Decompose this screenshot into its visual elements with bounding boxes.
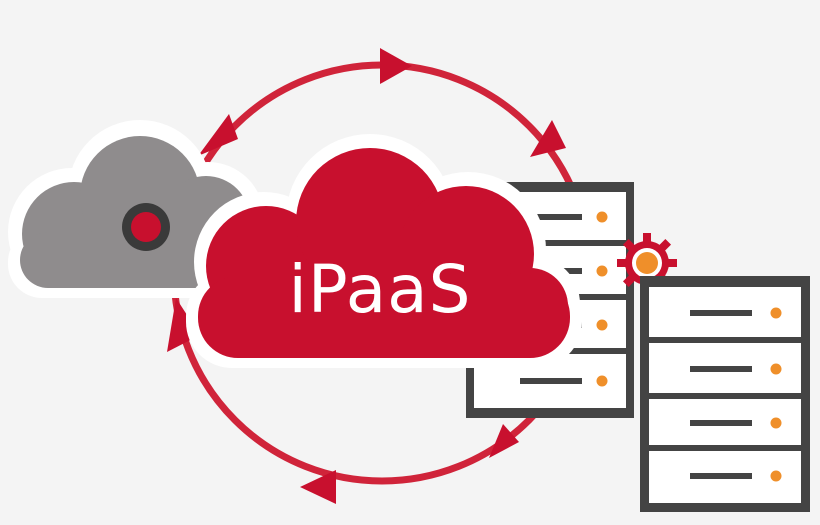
arrowhead-top-left: [198, 114, 238, 156]
arrowhead-top-right: [530, 120, 566, 157]
arrowhead-top: [380, 48, 412, 84]
ipaas-label: iPaaS: [289, 251, 472, 328]
server-rack-icon: [640, 276, 810, 512]
arrowhead-bottom-right: [489, 424, 519, 458]
record-dot-icon: [122, 203, 170, 251]
rack-slots: [649, 287, 801, 503]
arrowhead-bottom: [300, 470, 336, 504]
red-cloud-icon: iPaaS: [186, 134, 582, 368]
